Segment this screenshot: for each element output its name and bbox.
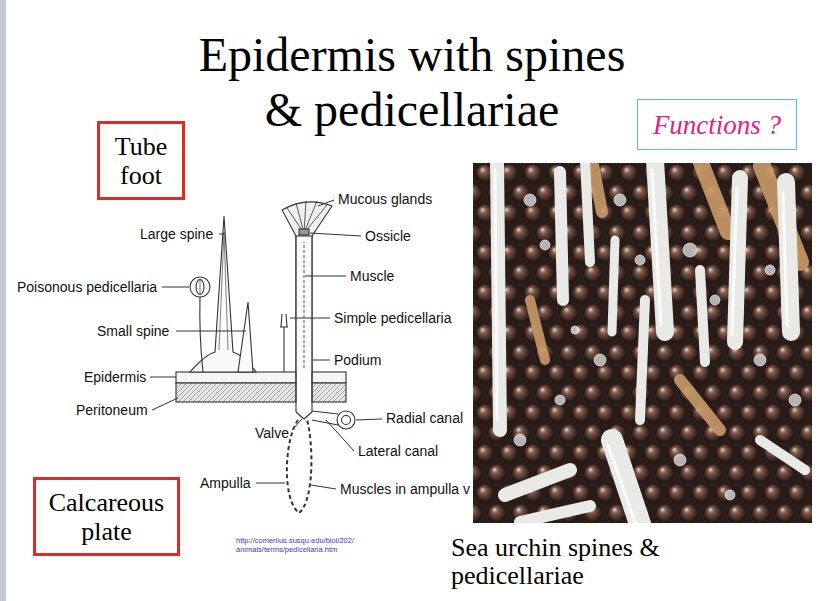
source-url: http://comenius.susqu.edu/biol/202/ anim… <box>236 536 386 554</box>
part-label: Muscle <box>350 268 394 284</box>
pedicellaria-stalk <box>200 297 203 372</box>
part-label: Podium <box>334 352 381 368</box>
part-label: Simple pedicellaria <box>334 310 452 326</box>
photo-background <box>473 163 812 523</box>
slide-edge-bar <box>0 0 6 601</box>
part-label: Radial canal <box>386 410 463 426</box>
tan-tube-feet <box>530 163 800 430</box>
part-label: Large spine <box>140 226 213 242</box>
lateral-canal <box>312 411 338 425</box>
part-label: Small spine <box>97 323 169 339</box>
part-label: Poisonous pedicellaria <box>17 279 157 295</box>
valve <box>296 412 312 419</box>
part-label: Peritoneum <box>76 402 148 418</box>
peritoneum-layer <box>176 383 296 402</box>
part-label: Valve <box>255 425 289 441</box>
echinoderm-body-wall-schematic <box>176 201 355 513</box>
poisonous-pedicellaria-head <box>190 277 210 297</box>
part-label: Ossicle <box>365 228 411 244</box>
podium <box>296 236 312 372</box>
part-label: Muscles in ampulla v <box>340 481 470 497</box>
tube-foot-sucker <box>282 202 332 236</box>
callout-box: Tube foot <box>97 121 185 200</box>
podium-muscle <box>304 242 305 368</box>
pedicellariae-heads <box>514 194 801 500</box>
callout-text: Calcareous plate <box>42 488 171 546</box>
podium-fill <box>297 236 312 372</box>
leader-lines <box>150 200 382 489</box>
spine-highlights <box>495 170 787 523</box>
mucous-gland-lines <box>287 201 327 233</box>
spine-texture <box>219 232 228 350</box>
ampulla <box>287 420 312 513</box>
white-spines <box>497 163 805 523</box>
canal-wall <box>296 372 312 412</box>
radial-canal-lumen <box>342 416 351 425</box>
epidermis-layer <box>312 372 346 383</box>
radial-canal <box>337 411 355 429</box>
part-label: Epidermis <box>84 369 146 385</box>
pedicellaria-jaws <box>196 280 204 295</box>
callout-text: Functions ? <box>653 109 781 141</box>
epidermis-layer <box>176 372 296 383</box>
pedicellaria-jaws <box>200 279 201 295</box>
part-label: Lateral canal <box>358 443 438 459</box>
slide-title: Epidermis with spines & pedicellariae <box>187 27 637 137</box>
photo-caption: Sea urchin spines & pedicellariae <box>451 534 686 590</box>
question-box: Functions ? <box>637 99 797 150</box>
part-label: Ampulla <box>200 475 251 491</box>
podium-wall <box>296 236 312 372</box>
simple-pedicellaria <box>280 314 288 372</box>
ossicle <box>299 229 309 235</box>
callout-text: Tube foot <box>106 132 176 190</box>
small-spine <box>238 302 253 372</box>
part-label: Mucous glands <box>338 191 432 207</box>
peritoneum-layer <box>312 383 346 402</box>
sea-urchin-photo <box>473 163 812 523</box>
callout-box: Calcareous plate <box>33 477 180 556</box>
